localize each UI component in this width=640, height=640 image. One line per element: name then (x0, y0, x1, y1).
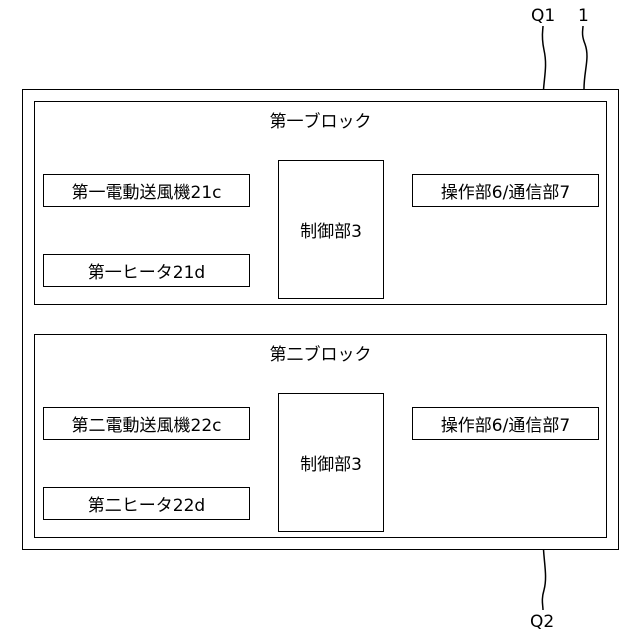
block1-title: 第一ブロック (34, 106, 607, 132)
ref-label-q2: Q2 (530, 612, 554, 632)
leader-line-1 (583, 26, 587, 89)
block2-title: 第二ブロック (34, 339, 607, 365)
block1-operation-box: 操作部6/通信部7 (412, 174, 599, 207)
block2-controller-box: 制御部3 (278, 393, 384, 532)
block1-controller-box: 制御部3 (278, 160, 384, 299)
block2-heater-box: 第二ヒータ22d (43, 487, 250, 520)
block2-operation-box: 操作部6/通信部7 (412, 407, 599, 440)
block1-heater-box: 第一ヒータ21d (43, 254, 250, 287)
ref-label-q1: Q1 (531, 6, 555, 26)
block1-fan-box: 第一電動送風機21c (43, 174, 250, 207)
ref-label-1: 1 (578, 6, 589, 26)
block2-fan-box: 第二電動送風機22c (43, 407, 250, 440)
